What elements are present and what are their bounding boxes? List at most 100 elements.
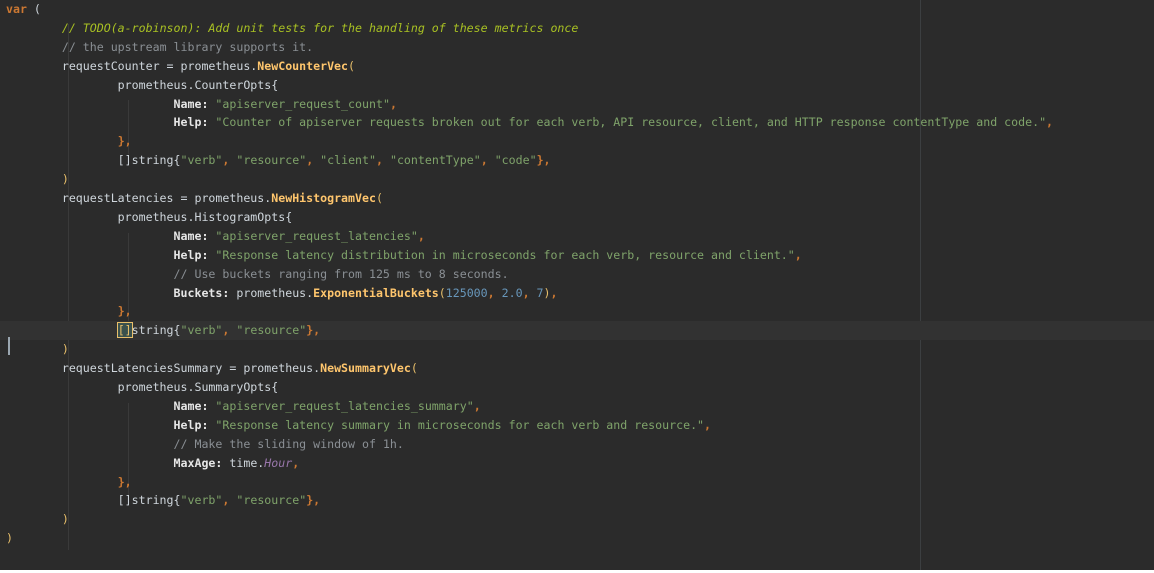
code-line[interactable]: requestLatenciesSummary = prometheus.New… <box>0 359 1154 378</box>
code-line[interactable]: // TODO(a-robinson): Add unit tests for … <box>0 19 1154 38</box>
code-line[interactable]: MaxAge: time.Hour, <box>0 454 1154 473</box>
code-line[interactable]: []string{"verb", "resource"}, <box>0 491 1154 510</box>
code-token: requestLatencies = prometheus. <box>6 191 272 205</box>
code-line-text: }, <box>6 132 132 151</box>
code-line-text: ) <box>6 529 13 548</box>
code-token: }, <box>306 493 321 508</box>
code-line[interactable]: Help: "Response latency distribution in … <box>0 246 1154 265</box>
code-token: []string{ <box>6 153 181 168</box>
code-token: ) <box>6 531 13 546</box>
code-token <box>6 229 174 243</box>
code-line[interactable]: Name: "apiserver_request_latencies", <box>0 227 1154 246</box>
code-token: string{ <box>131 323 181 338</box>
code-token: "contentType" <box>389 153 481 168</box>
code-token: ( <box>438 285 446 300</box>
code-token: , <box>487 285 502 300</box>
code-line-text: // Make the sliding window of 1h. <box>6 435 404 454</box>
code-line[interactable]: // Use buckets ranging from 125 ms to 8 … <box>0 265 1154 284</box>
right-margin-guide <box>920 0 921 570</box>
code-line[interactable]: requestLatencies = prometheus.NewHistogr… <box>0 189 1154 208</box>
code-token <box>6 134 118 148</box>
code-token: , <box>222 323 237 338</box>
code-token: , <box>550 285 558 300</box>
code-line-text: Help: "Response latency distribution in … <box>6 246 802 265</box>
code-token <box>6 286 174 300</box>
code-token: , <box>473 398 481 413</box>
code-line[interactable]: []string{"verb", "resource"}, <box>0 321 1154 341</box>
code-line[interactable]: }, <box>0 132 1154 151</box>
code-line-text: }, <box>6 473 132 492</box>
code-token: // Use buckets ranging from 125 ms to 8 … <box>173 266 509 281</box>
code-token: , <box>1046 115 1054 130</box>
code-token: "apiserver_request_latencies" <box>215 228 418 243</box>
code-token: []string{ <box>6 493 181 508</box>
code-line[interactable]: }, <box>0 473 1154 492</box>
code-line[interactable]: // Make the sliding window of 1h. <box>0 435 1154 454</box>
code-token: }, <box>306 323 321 338</box>
indent-guide <box>128 233 129 327</box>
code-token: "resource" <box>236 493 307 508</box>
code-token: // the upstream library supports it. <box>61 39 314 54</box>
code-token: , <box>376 153 390 168</box>
code-token: 125000 <box>445 285 488 300</box>
code-token: ) <box>61 342 69 357</box>
code-line-text: Help: "Response latency summary in micro… <box>6 416 711 435</box>
code-line[interactable]: prometheus.CounterOpts{ <box>0 76 1154 95</box>
code-token <box>6 475 118 489</box>
code-line[interactable]: Help: "Counter of apiserver requests bro… <box>0 113 1154 132</box>
code-token: "resource" <box>236 153 307 168</box>
code-token: Help: <box>173 417 209 432</box>
code-line[interactable]: }, <box>0 302 1154 321</box>
code-line-text: Buckets: prometheus.ExponentialBuckets(1… <box>6 284 558 303</box>
code-line[interactable]: Help: "Response latency summary in micro… <box>0 416 1154 435</box>
code-line-text: []string{"verb", "resource"}, <box>6 491 320 510</box>
code-token: NewHistogramVec <box>271 191 376 205</box>
code-token <box>6 248 174 262</box>
code-token: , <box>522 285 537 300</box>
code-token <box>6 267 174 281</box>
code-token: ) <box>61 512 69 527</box>
code-line[interactable]: Name: "apiserver_request_count", <box>0 95 1154 114</box>
code-line[interactable]: Buckets: prometheus.ExponentialBuckets(1… <box>0 284 1154 303</box>
code-line[interactable]: ) <box>0 340 1154 359</box>
code-line-text: // TODO(a-robinson): Add unit tests for … <box>6 19 579 38</box>
code-line[interactable]: ) <box>0 529 1154 548</box>
code-line[interactable]: ) <box>0 170 1154 189</box>
code-token: prometheus.HistogramOpts{ <box>6 209 293 224</box>
code-line[interactable]: []string{"verb", "resource", "client", "… <box>0 151 1154 170</box>
code-token <box>6 21 62 35</box>
code-token <box>6 115 174 129</box>
code-line[interactable]: // the upstream library supports it. <box>0 38 1154 57</box>
code-line-text: ) <box>6 170 69 189</box>
code-line-text: requestLatencies = prometheus.NewHistogr… <box>6 189 383 208</box>
code-line-text: prometheus.CounterOpts{ <box>6 76 279 95</box>
code-token: Help: <box>173 115 209 130</box>
code-line-text: []string{"verb", "resource"}, <box>6 321 320 340</box>
code-line[interactable]: prometheus.SummaryOpts{ <box>0 378 1154 397</box>
code-token: prometheus.SummaryOpts{ <box>6 380 279 394</box>
code-line-text: Name: "apiserver_request_count", <box>6 95 397 114</box>
code-line[interactable]: requestCounter = prometheus.NewCounterVe… <box>0 57 1154 76</box>
code-token: requestLatenciesSummary = prometheus. <box>6 361 321 376</box>
code-token: , <box>480 153 495 168</box>
code-token: 2.0 <box>501 285 523 300</box>
code-token: ( <box>375 191 383 205</box>
code-line[interactable]: ) <box>0 510 1154 529</box>
code-token <box>6 97 174 111</box>
code-token <box>6 512 62 526</box>
code-token: // Make the sliding window of 1h. <box>173 436 404 451</box>
code-line-text: var ( <box>6 0 41 19</box>
code-token: , <box>704 417 712 432</box>
code-token: var <box>6 2 27 16</box>
code-token: "verb" <box>180 493 223 508</box>
code-line-text: MaxAge: time.Hour, <box>6 454 300 473</box>
code-token: ) <box>61 172 69 187</box>
code-line[interactable]: Name: "apiserver_request_latencies_summa… <box>0 397 1154 416</box>
indent-guide <box>128 100 129 154</box>
code-line[interactable]: prometheus.HistogramOpts{ <box>0 208 1154 227</box>
code-token: "Counter of apiserver requests broken ou… <box>215 115 1047 130</box>
code-line[interactable]: var ( <box>0 0 1154 19</box>
code-token: Name: <box>173 398 209 413</box>
text-cursor <box>8 337 10 355</box>
